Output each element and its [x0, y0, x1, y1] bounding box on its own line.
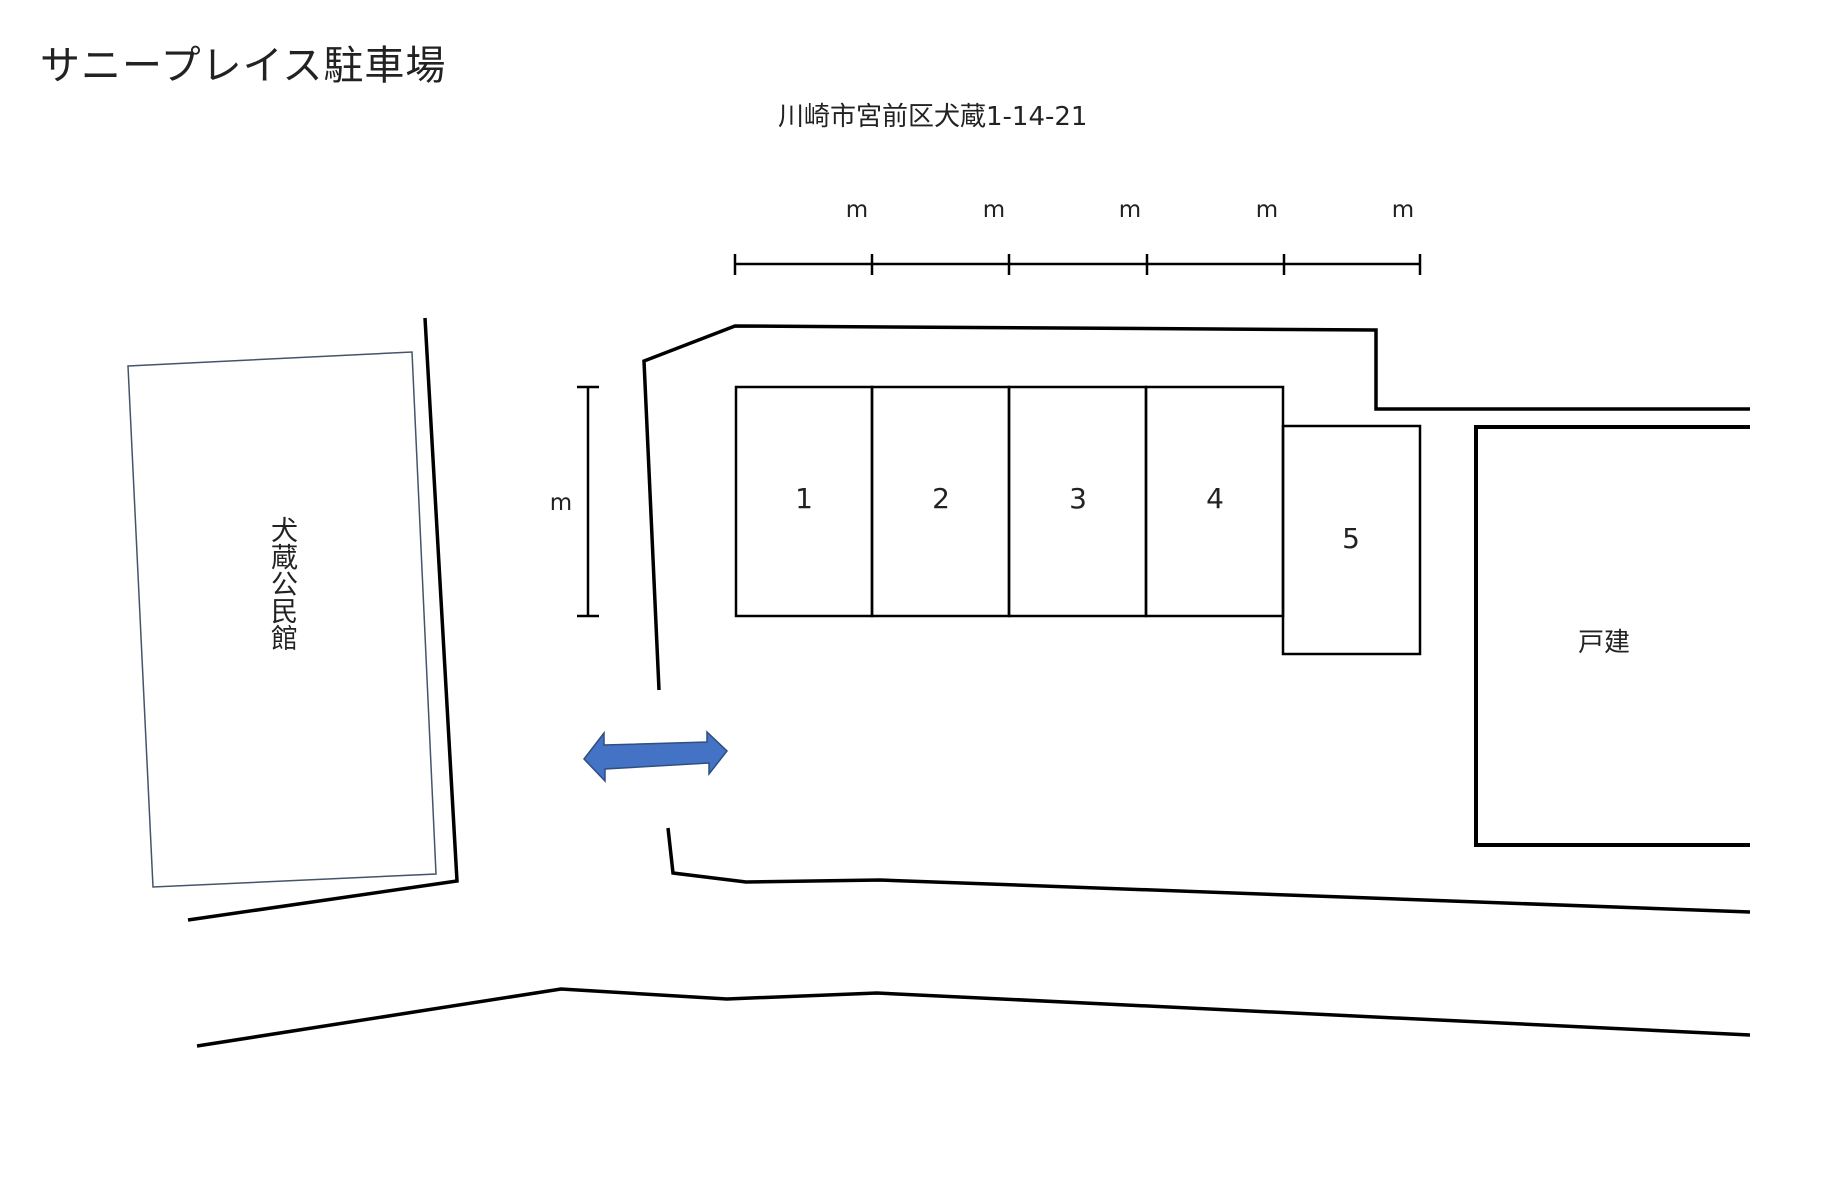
dimension-unit-2: m	[982, 197, 1006, 223]
parking-space-number-2: 2	[932, 482, 950, 515]
lot-boundary-lower	[666, 827, 1751, 914]
boundary-line-left	[187, 317, 459, 922]
parking-space-number-1: 1	[795, 482, 813, 515]
house-label: 戸建	[1577, 628, 1631, 658]
page-title: サニープレイス駐車場	[40, 43, 447, 89]
dimension-unit-1: m	[845, 197, 869, 223]
neighbor-building-outline	[127, 351, 437, 888]
vertical-dimension-unit: m	[549, 490, 573, 516]
lot-boundary-upper	[642, 324, 1750, 691]
vertical-dimension-line	[577, 385, 599, 618]
parking-space-number-5: 5	[1342, 522, 1360, 555]
address-text: 川崎市宮前区犬蔵1-14-21	[778, 102, 1088, 132]
road-edge-line	[196, 987, 1751, 1048]
parking-space-outlines	[734, 385, 1422, 656]
parking-space-number-4: 4	[1206, 482, 1224, 515]
neighbor-building-label: 犬蔵公民館	[266, 516, 297, 651]
dimension-unit-4: m	[1255, 197, 1279, 223]
dimension-unit-3: m	[1118, 197, 1142, 223]
parking-space-number-3: 3	[1069, 482, 1087, 515]
entrance-double-arrow-icon	[583, 730, 729, 783]
horizontal-dimension-line	[733, 254, 1422, 275]
parking-space-5	[1281, 424, 1422, 656]
dimension-unit-5: m	[1391, 197, 1415, 223]
house-outline	[1474, 425, 1750, 847]
